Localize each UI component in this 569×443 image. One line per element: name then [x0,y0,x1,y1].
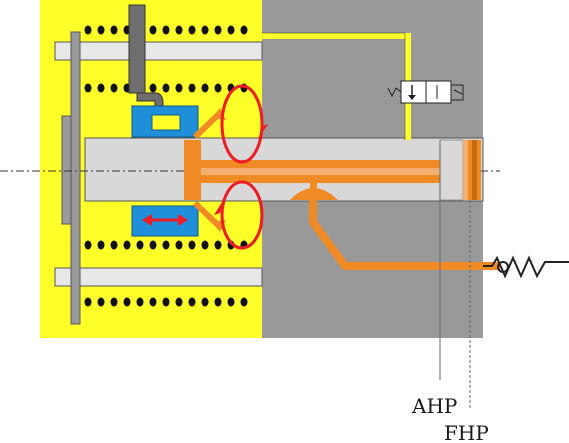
bolt-dot [110,297,118,307]
fhp-label: FHP [444,421,489,443]
bolt-dot [84,240,92,250]
bolt-dot [214,83,222,93]
bolt-dot [175,83,183,93]
bolt-dot [149,240,157,250]
bolt-dot [214,25,222,35]
support-rods [54,41,263,287]
bolt-dot [97,297,105,307]
seal-marks [439,140,471,410]
bolt-dot [149,297,157,307]
bolt-dot [149,83,157,93]
bolt-dot [214,240,222,250]
bolt-dot [84,83,92,93]
bolt-dot [110,83,118,93]
bolt-dot [84,297,92,307]
flange-thick-section [61,115,72,225]
double-arrow-icon [142,214,188,226]
bolt-dot [240,297,248,307]
solenoid-valve-icon [387,80,464,104]
bolt-dot [136,240,144,250]
bolt-dot [240,25,248,35]
bolt-dot [188,83,196,93]
bolt-dot [188,240,196,250]
circular-arrow-icon [214,84,268,250]
hydraulic-piston [184,108,500,270]
bolt-dot [110,240,118,250]
bolt-dot [201,25,209,35]
bolt-dot [201,83,209,93]
bolt-dot [136,297,144,307]
ahp-label: AHP [411,394,457,418]
bolt-dot [188,297,196,307]
zigzag-spring-icon [483,255,569,279]
bolt-dot [123,240,131,250]
bolt-dot [97,83,105,93]
bolt-dot [175,25,183,35]
bolt-dot [227,297,235,307]
bolt-dot [227,25,235,35]
bolt-dot [149,25,157,35]
bolt-dot [162,83,170,93]
bolt-dot [162,25,170,35]
flange-plate [70,31,81,325]
bolt-dot [162,240,170,250]
bolt-dot [110,25,118,35]
yellow-pipe-outline [262,32,406,140]
bolt-dot [97,25,105,35]
bolt-dot [175,240,183,250]
bolt-dot [162,297,170,307]
bolt-dot [97,240,105,250]
bolt-dot [214,297,222,307]
bolt-dot [84,25,92,35]
bolt-dot [123,297,131,307]
bolt-dot [201,297,209,307]
bolt-dot [201,240,209,250]
yellow-pipe [262,33,411,140]
bolt-dot [188,25,196,35]
bolt-dot [175,297,183,307]
vertical-post [128,4,146,94]
